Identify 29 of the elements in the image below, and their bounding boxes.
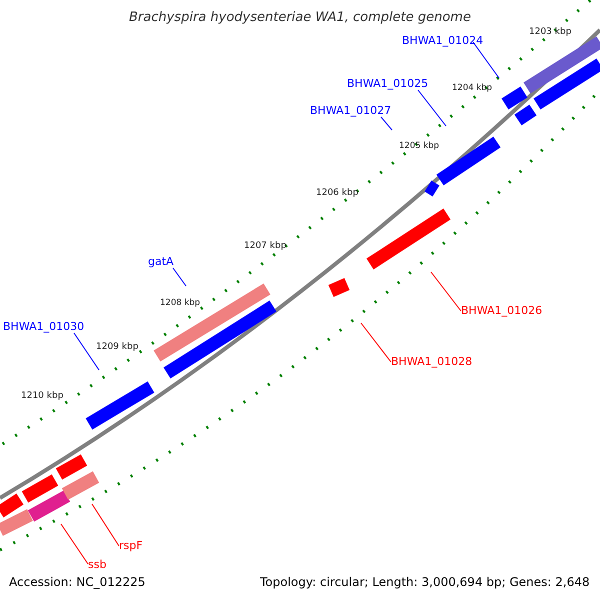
gene-label: gatA — [148, 256, 174, 267]
gene-label: BHWA1_01026 — [461, 305, 542, 316]
leader-line — [472, 42, 500, 78]
leader-line — [360, 322, 392, 362]
gene-label: BHWA1_01025 — [347, 78, 428, 89]
tick-label: 1210 kbp — [21, 392, 64, 401]
tick-label: 1208 kbp — [160, 299, 200, 308]
leader-line — [380, 116, 392, 130]
gene-label: BHWA1_01030 — [3, 321, 84, 332]
tick-label: 1203 kbp — [529, 28, 572, 37]
gene-label: ssb — [88, 559, 106, 570]
tick-label: 1207 kbp — [244, 242, 286, 251]
diagram-title: Brachyspira hyodysenteriae WA1, complete genome — [128, 11, 472, 24]
leader-line — [60, 524, 88, 564]
gene-label: BHWA1_01028 — [391, 356, 472, 367]
tick-label: 1204 kbp — [452, 84, 492, 92]
tick-label: 1209 kbp — [96, 343, 138, 352]
gene-label: BHWA1_01024 — [402, 35, 484, 46]
leader-line — [430, 272, 462, 312]
gene-label: rspF — [119, 540, 143, 551]
leader-line — [172, 268, 186, 286]
leader-line — [418, 90, 446, 126]
leader-line — [74, 332, 100, 370]
accession-text: Accession: NC_012225 — [9, 576, 146, 588]
tick-label: 1205 kbp — [399, 142, 440, 150]
tick-label: 1206 kbp — [316, 189, 358, 198]
gene-label: BHWA1_01027 — [310, 105, 392, 116]
genome-info-text: Topology: circular; Length: 3,000,694 bp; Genes: 2,648 — [260, 576, 590, 588]
leader-line — [92, 504, 120, 546]
